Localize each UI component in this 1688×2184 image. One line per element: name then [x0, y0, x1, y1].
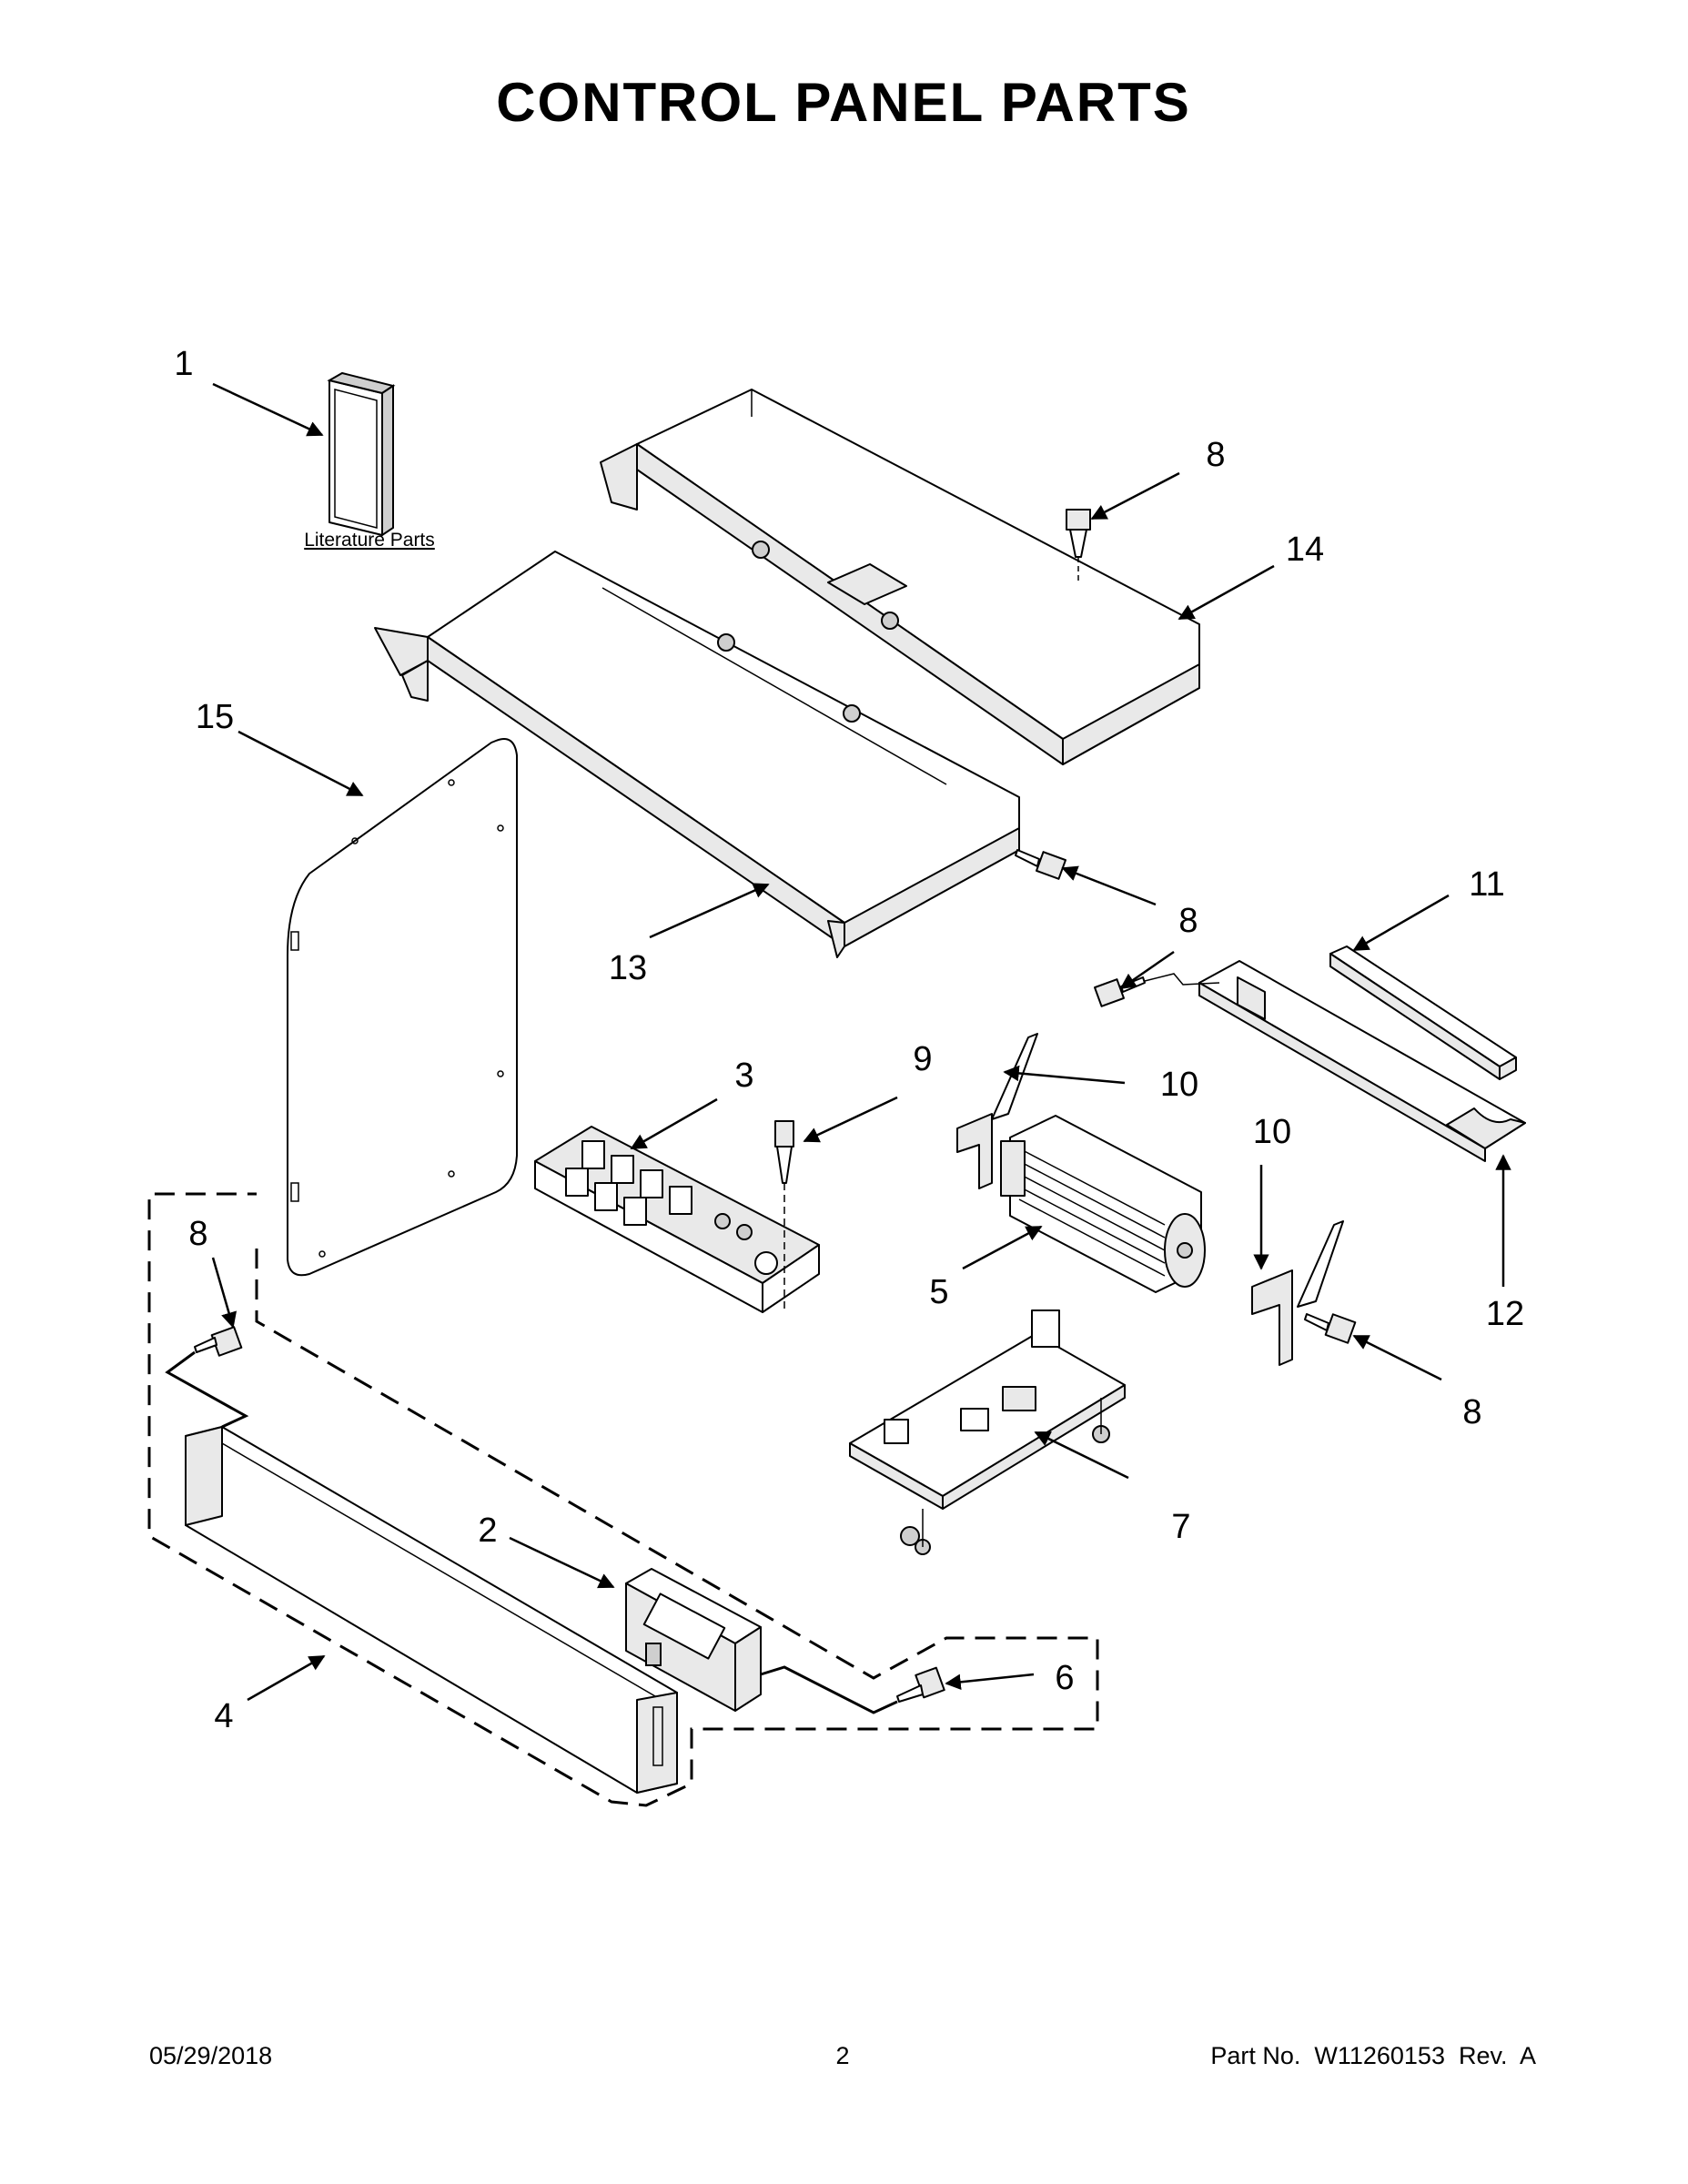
- callout-10-right: 10: [1253, 1113, 1291, 1151]
- control-board-part: [534, 1126, 820, 1313]
- callout-10-left: 10: [1160, 1066, 1198, 1104]
- display-board-part: [625, 1568, 762, 1712]
- callout-1: 1: [174, 345, 193, 383]
- bracket-10-right-part: [1251, 1220, 1344, 1366]
- callout-11: 11: [1469, 865, 1504, 904]
- gasket-strip-part: [1329, 945, 1517, 1080]
- footer-date: 05/29/2018: [149, 2042, 272, 2069]
- mounting-bracket-12-part: [1198, 960, 1526, 1162]
- control-panel-trim-part: [185, 1426, 678, 1794]
- screw-6-part: [896, 1666, 945, 1703]
- leader-arrows: [211, 382, 1511, 1702]
- screw-9-part: [774, 1120, 794, 1310]
- callout-15: 15: [196, 698, 234, 736]
- callout-5: 5: [929, 1273, 948, 1311]
- callout-8-left: 8: [188, 1215, 207, 1253]
- screw-8-middle-part: [1015, 849, 1066, 880]
- callout-3: 3: [734, 1057, 753, 1095]
- power-board-part: [849, 1309, 1126, 1555]
- page-title: CONTROL PANEL PARTS: [496, 72, 1191, 133]
- literature-book-part: [327, 371, 396, 537]
- assembly-dashed-outline: [147, 1192, 1099, 1807]
- callout-8-top: 8: [1206, 436, 1225, 474]
- wire-harness-left: [165, 1350, 249, 1429]
- callout-2: 2: [478, 1512, 497, 1550]
- side-panel-cover-part: [287, 738, 518, 1277]
- upper-control-panel-bracket-part: [600, 389, 1200, 765]
- screw-8-top-part: [1066, 509, 1091, 582]
- blower-fan-part: [1000, 1115, 1206, 1293]
- screw-8-right-part: [1304, 1313, 1357, 1344]
- callout-8-right: 8: [1462, 1393, 1481, 1431]
- callout-7: 7: [1171, 1508, 1190, 1546]
- callout-12: 12: [1486, 1295, 1524, 1333]
- callout-14: 14: [1286, 531, 1324, 569]
- literature-parts-label: Literature Parts: [304, 530, 435, 551]
- callout-9: 9: [913, 1040, 932, 1078]
- screw-8-left-part: [194, 1326, 243, 1357]
- lower-control-panel-bracket-part: [374, 551, 1020, 958]
- wire-harness-right: [760, 1665, 898, 1714]
- footer-page-number: 2: [835, 2042, 849, 2069]
- footer-part-number: Part No. W11260153 Rev. A: [1210, 2042, 1536, 2069]
- callout-13: 13: [609, 949, 647, 987]
- callout-4: 4: [214, 1697, 233, 1735]
- callout-6: 6: [1055, 1659, 1074, 1697]
- callout-8-middle: 8: [1178, 902, 1198, 940]
